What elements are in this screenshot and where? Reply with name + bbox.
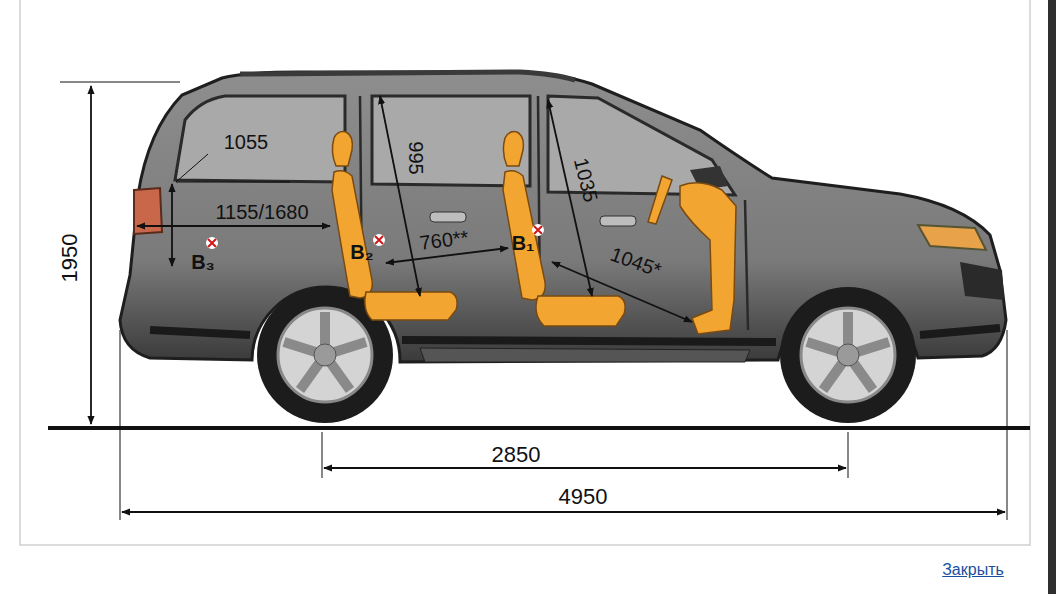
front-wheel: [780, 287, 916, 423]
dimension-lines: [60, 82, 1007, 520]
rear-window: [175, 96, 345, 182]
grille: [960, 262, 1004, 300]
side-step: [420, 348, 750, 362]
wheelbase-dimension: 2850: [492, 444, 541, 466]
tail-light: [134, 188, 162, 234]
door-handle: [600, 216, 636, 226]
seat-point-marker: [206, 224, 544, 249]
seat-point-label: B₁: [512, 233, 535, 253]
dimension-value: 1155/1680: [215, 202, 308, 222]
seat-point-label: B₃: [191, 252, 215, 272]
edge-bar: [1048, 0, 1056, 594]
ground-line: [48, 426, 1030, 430]
close-link: Закрыть: [942, 562, 1004, 578]
roof-rail: [240, 72, 575, 80]
height-dimension: 1950: [59, 234, 81, 283]
seat-point-label: B₂: [350, 242, 373, 262]
dimension-value: 1055: [224, 132, 269, 152]
length-dimension: 4950: [559, 486, 608, 508]
dimension-value: 995: [406, 141, 426, 174]
head-light: [918, 225, 986, 250]
door-handle: [430, 212, 466, 222]
frame: [20, 0, 1030, 545]
